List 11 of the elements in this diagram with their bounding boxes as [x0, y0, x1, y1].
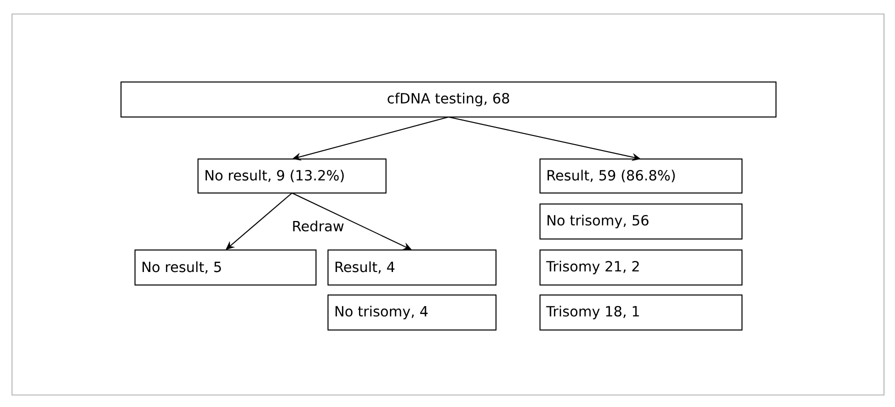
box: No trisomy, 4 [328, 294, 496, 330]
box: Result, 59 (86.8%) [540, 158, 742, 194]
box: No trisomy, 56 [540, 204, 742, 240]
box: cfDNA testing, 68 [120, 82, 776, 118]
box: No result, 5 [134, 250, 316, 286]
branch-label: Redraw [293, 220, 344, 232]
arrow [226, 192, 292, 250]
box: Trisomy 18, 1 [540, 294, 742, 330]
box: Trisomy 21, 2 [540, 250, 742, 286]
box: No result, 9 (13.2%) [198, 158, 386, 194]
box: Result, 4 [328, 250, 496, 286]
